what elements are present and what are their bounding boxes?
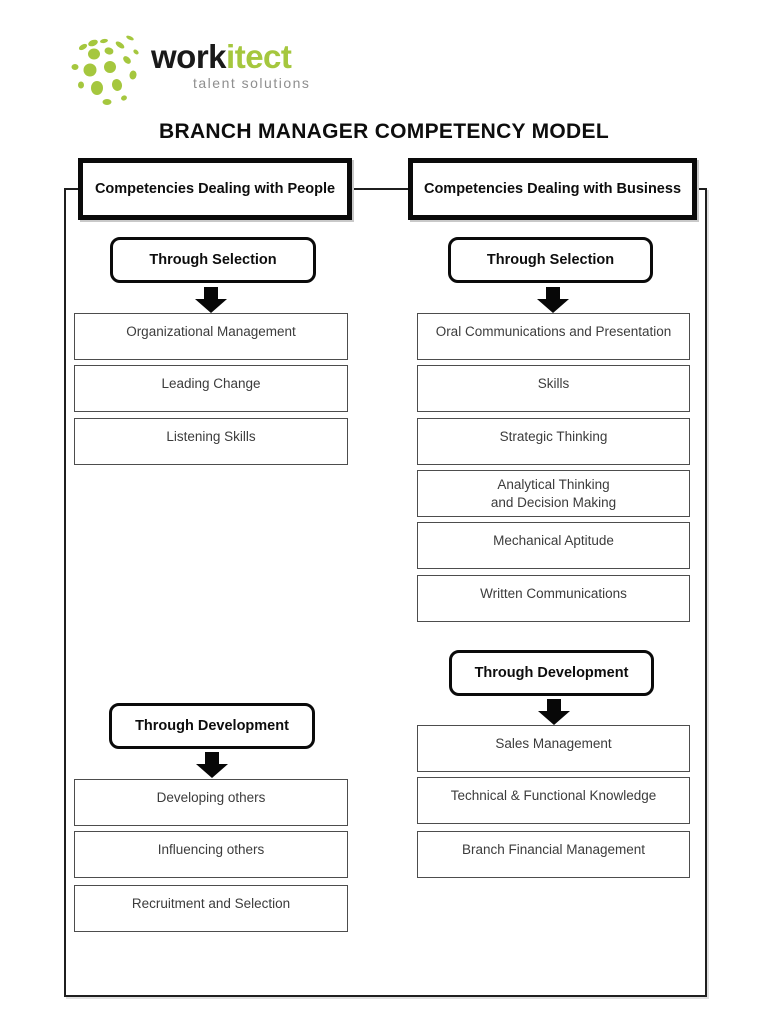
competency-box: Strategic Thinking — [417, 418, 690, 465]
brand-name-itect: itect — [226, 38, 292, 75]
competency-box: Leading Change — [74, 365, 348, 412]
column-header-people: Competencies Dealing with People — [78, 158, 352, 220]
column-header-business: Competencies Dealing with Business — [408, 158, 697, 220]
business-through-development-label: Through Development — [449, 650, 654, 696]
page-title: BRANCH MANAGER COMPETENCY MODEL — [159, 120, 609, 143]
competency-box: Oral Communications and Presentation — [417, 313, 690, 360]
competency-box: Analytical Thinking and Decision Making — [417, 470, 690, 517]
brand-name-work: work — [151, 38, 227, 75]
competency-box: Branch Financial Management — [417, 831, 690, 878]
workitect-logo-text: workitect talent solutions — [151, 40, 310, 91]
competency-box: Written Communications — [417, 575, 690, 622]
competency-box: Sales Management — [417, 725, 690, 772]
competency-box: Listening Skills — [74, 418, 348, 465]
competency-box: Skills — [417, 365, 690, 412]
down-arrow-icon — [537, 699, 571, 730]
workitect-logo: workitect talent solutions — [65, 30, 310, 110]
competency-box: Influencing others — [74, 831, 348, 878]
competency-box: Mechanical Aptitude — [417, 522, 690, 569]
competency-box: Developing others — [74, 779, 348, 826]
down-arrow-icon — [194, 287, 228, 318]
down-arrow-icon — [195, 752, 229, 783]
brand-name: workitect — [151, 40, 310, 73]
competency-box: Technical & Functional Knowledge — [417, 777, 690, 824]
brand-tagline: talent solutions — [193, 75, 311, 91]
business-through-selection-label: Through Selection — [448, 237, 653, 283]
people-through-selection-label: Through Selection — [110, 237, 316, 283]
competency-box: Recruitment and Selection — [74, 885, 348, 932]
model-frame — [64, 188, 707, 997]
competency-box: Organizational Management — [74, 313, 348, 360]
people-through-development-label: Through Development — [109, 703, 315, 749]
down-arrow-icon — [536, 287, 570, 318]
workitect-logo-icon — [71, 35, 139, 105]
